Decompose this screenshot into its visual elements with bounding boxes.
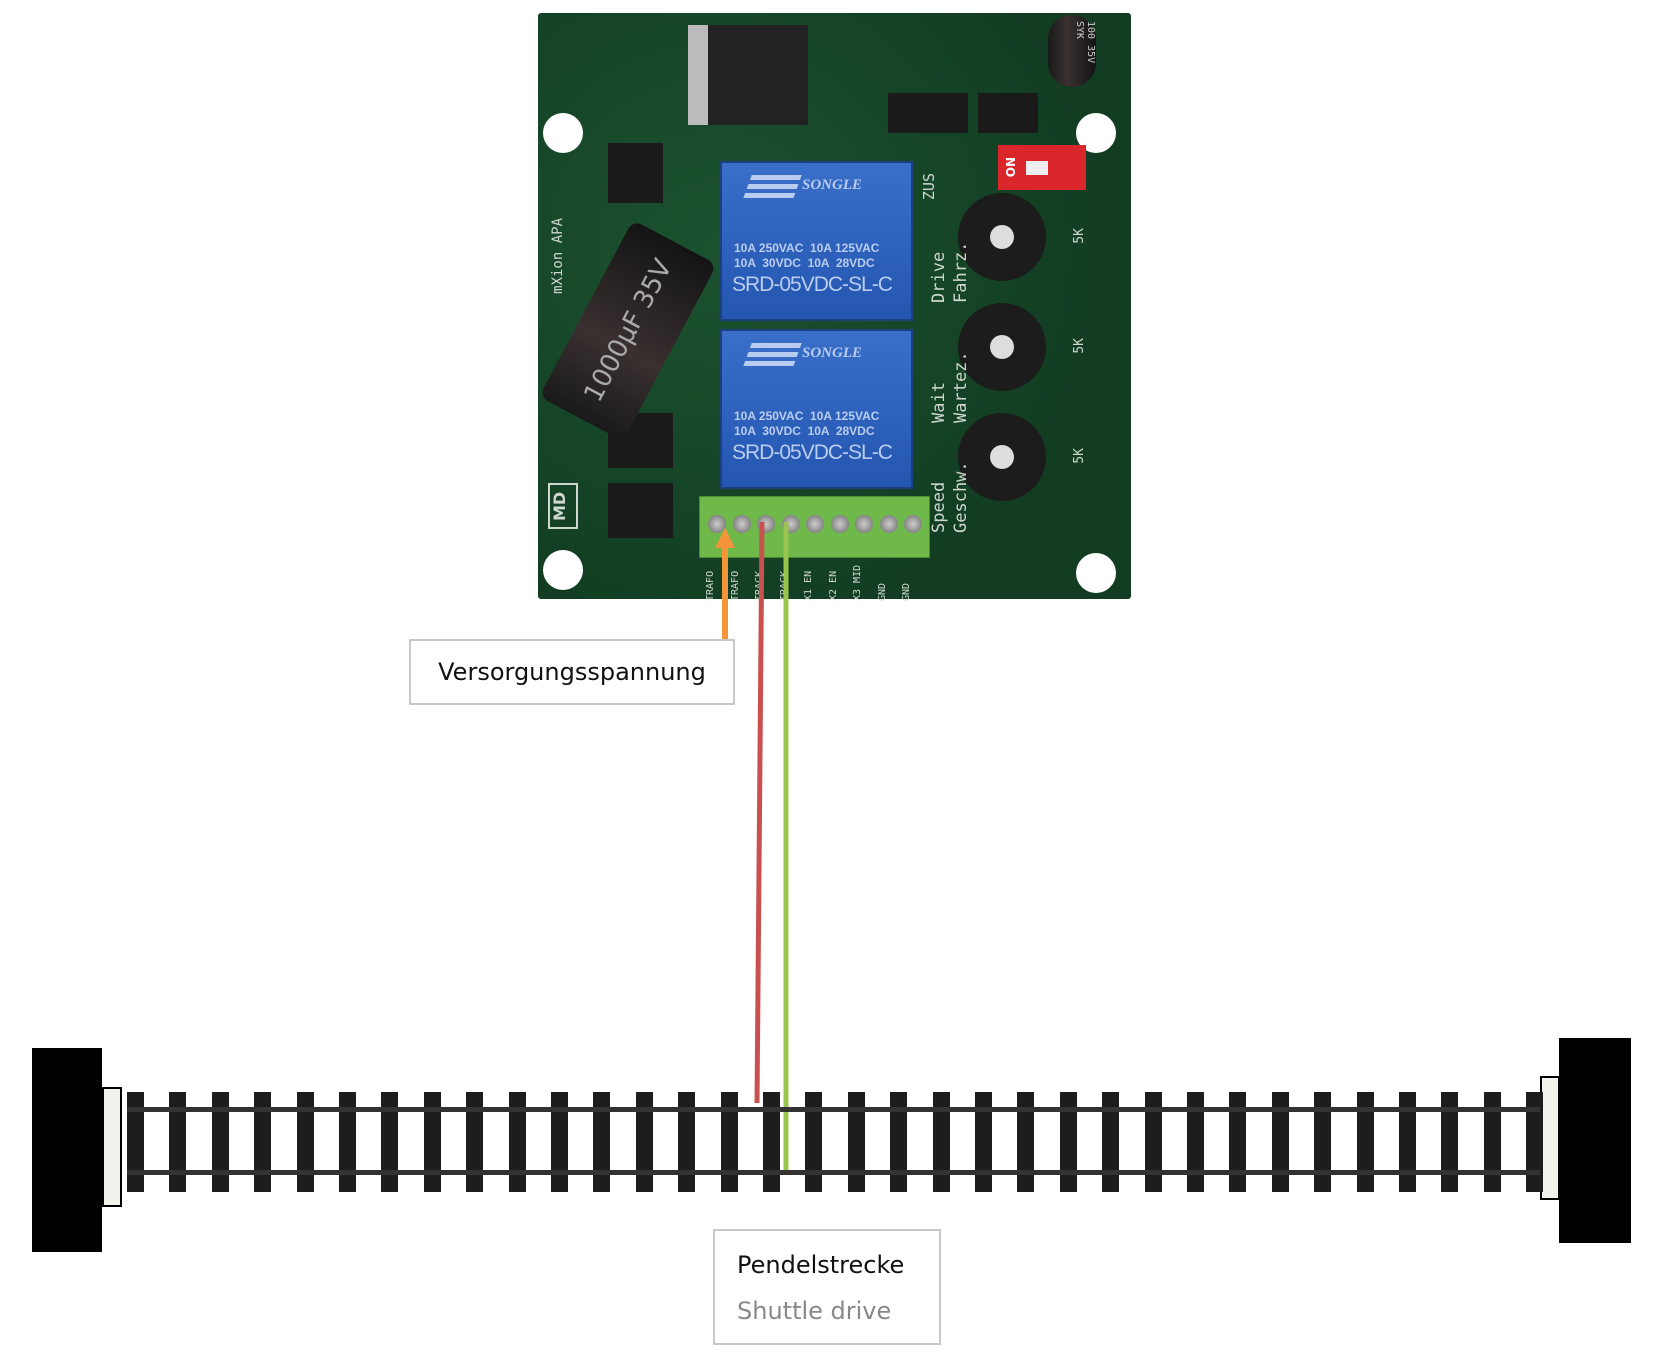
diode (608, 483, 673, 538)
potentiometer-wait[interactable] (958, 303, 1046, 391)
transistor (608, 143, 663, 203)
terminal-screw[interactable] (855, 515, 873, 533)
track-tie (423, 1092, 441, 1192)
relay-1: SONGLE 10A 250VAC 10A 125VAC 10A 30VDC 1… (720, 161, 913, 321)
mounting-hole (543, 113, 583, 153)
relay-brand: SONGLE (802, 177, 863, 193)
ic-chip (978, 93, 1038, 133)
track-label-box: Pendelstrecke Shuttle drive (713, 1229, 941, 1345)
terminal-screw[interactable] (830, 515, 849, 533)
small-capacitor: 100 35V SYK (1048, 15, 1096, 87)
arrow-head-icon (715, 528, 735, 548)
track-tie (720, 1092, 738, 1192)
buffer-plate-left (102, 1087, 122, 1207)
track-tie (593, 1092, 611, 1192)
terminal-screw[interactable] (904, 515, 922, 533)
relay-spec: 10A 250VAC 10A 125VAC 10A 30VDC 10A 28VD… (734, 241, 880, 270)
track-tie (678, 1092, 696, 1192)
mounting-hole (543, 550, 583, 590)
track-tie (890, 1092, 908, 1192)
ic-chip (888, 93, 968, 133)
relay-2: SONGLE 10A 250VAC 10A 125VAC 10A 30VDC 1… (720, 329, 913, 489)
relay-model: SRD-05VDC-SL-C (732, 273, 893, 296)
track-tie (932, 1092, 950, 1192)
track-tie (1441, 1092, 1459, 1192)
track (127, 1092, 1544, 1192)
track-tie (763, 1092, 780, 1192)
track-tie (847, 1092, 865, 1192)
track-tie (975, 1092, 992, 1192)
supply-label: Versorgungsspannung (438, 658, 706, 686)
track-tie (1187, 1092, 1204, 1192)
track-tie (127, 1092, 144, 1192)
terminal-screw[interactable] (732, 515, 751, 533)
track-tie (635, 1092, 653, 1192)
track-tie (1017, 1092, 1035, 1192)
terminal-screw[interactable] (806, 515, 824, 533)
buffer-stop-right (1559, 1038, 1631, 1243)
track-label-de: Pendelstrecke (737, 1251, 905, 1279)
rail-top (127, 1107, 1540, 1112)
relay-model: SRD-05VDC-SL-C (732, 441, 893, 464)
voltage-regulator (688, 25, 808, 125)
track-tie (296, 1092, 314, 1192)
terminal-block (699, 496, 930, 558)
terminal-screw[interactable] (708, 515, 726, 533)
track-tie (466, 1092, 484, 1192)
mounting-hole (1076, 553, 1116, 593)
track-tie (1356, 1092, 1374, 1192)
track-tie (339, 1092, 356, 1192)
relay-brand: SONGLE (802, 345, 863, 361)
track-tie (1144, 1092, 1162, 1192)
track-tie (551, 1092, 568, 1192)
track-tie (1399, 1092, 1416, 1192)
supply-label-box: Versorgungsspannung (409, 639, 735, 705)
potentiometer-drive[interactable] (958, 193, 1046, 281)
track-tie (1483, 1092, 1501, 1192)
relay-spec: 10A 250VAC 10A 125VAC 10A 30VDC 10A 28VD… (734, 409, 880, 438)
track-tie (381, 1092, 399, 1192)
potentiometer-speed[interactable] (958, 413, 1046, 501)
dip-switch[interactable]: ON (998, 145, 1086, 190)
capacitor-label: 100 35V SYK (1074, 21, 1096, 64)
controller-board: 100 35V SYK 1000µF 35V SONGLE 10A 250VAC… (538, 13, 1131, 601)
track-tie (1526, 1092, 1544, 1192)
rail-bottom (127, 1170, 1540, 1175)
buffer-stop-left (32, 1048, 102, 1252)
track-wire-1 (754, 521, 765, 1104)
track-tie (1102, 1092, 1120, 1192)
track-tie (1271, 1092, 1289, 1192)
track-label-en: Shuttle drive (737, 1297, 892, 1325)
track-tie (1229, 1092, 1247, 1192)
track-tie (169, 1092, 187, 1192)
track-tie (508, 1092, 526, 1192)
track-tie (1059, 1092, 1077, 1192)
terminal-screw[interactable] (879, 515, 898, 533)
dip-switch-lever (1026, 160, 1048, 175)
track-tie (254, 1092, 272, 1192)
track-tie (1314, 1092, 1332, 1192)
track-tie (805, 1092, 823, 1192)
track-tie (211, 1092, 229, 1192)
